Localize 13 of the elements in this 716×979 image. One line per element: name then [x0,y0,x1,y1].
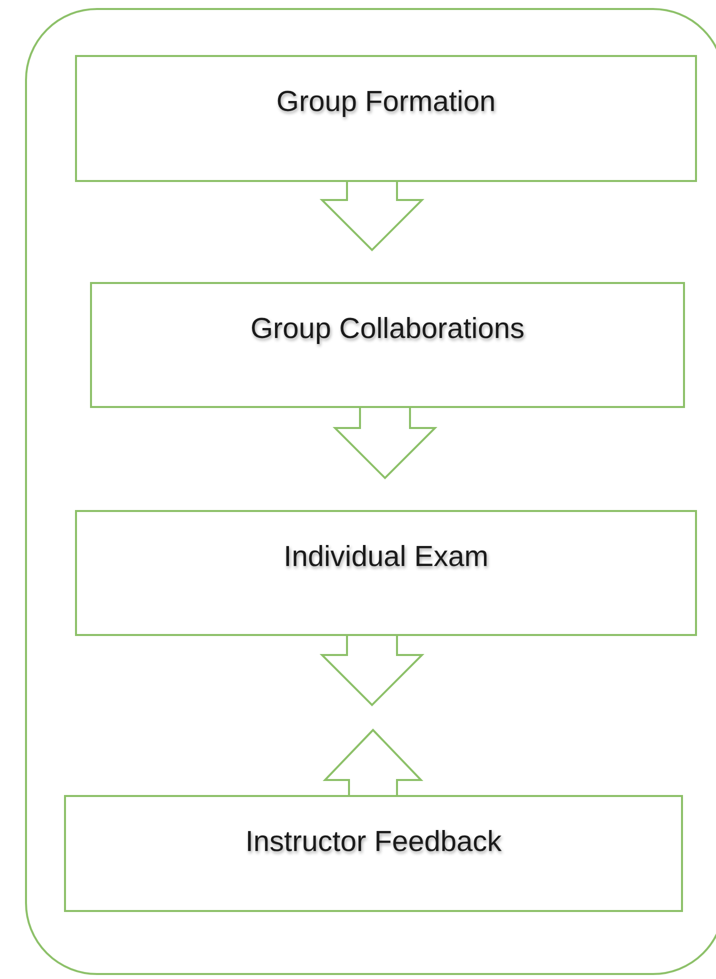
box-label: Group Collaborations [250,312,525,346]
process-box [75,55,697,182]
block-arrow [332,407,438,480]
box-label: Individual Exam [284,540,488,574]
block-arrow [320,181,424,252]
block-arrow [322,728,424,796]
box-label: Instructor Feedback [245,825,502,859]
block-arrow [320,635,424,706]
box-label: Group Formation [276,85,496,119]
container-box [25,8,716,975]
process-box [90,282,685,408]
process-box [75,510,697,636]
process-box [64,795,683,912]
